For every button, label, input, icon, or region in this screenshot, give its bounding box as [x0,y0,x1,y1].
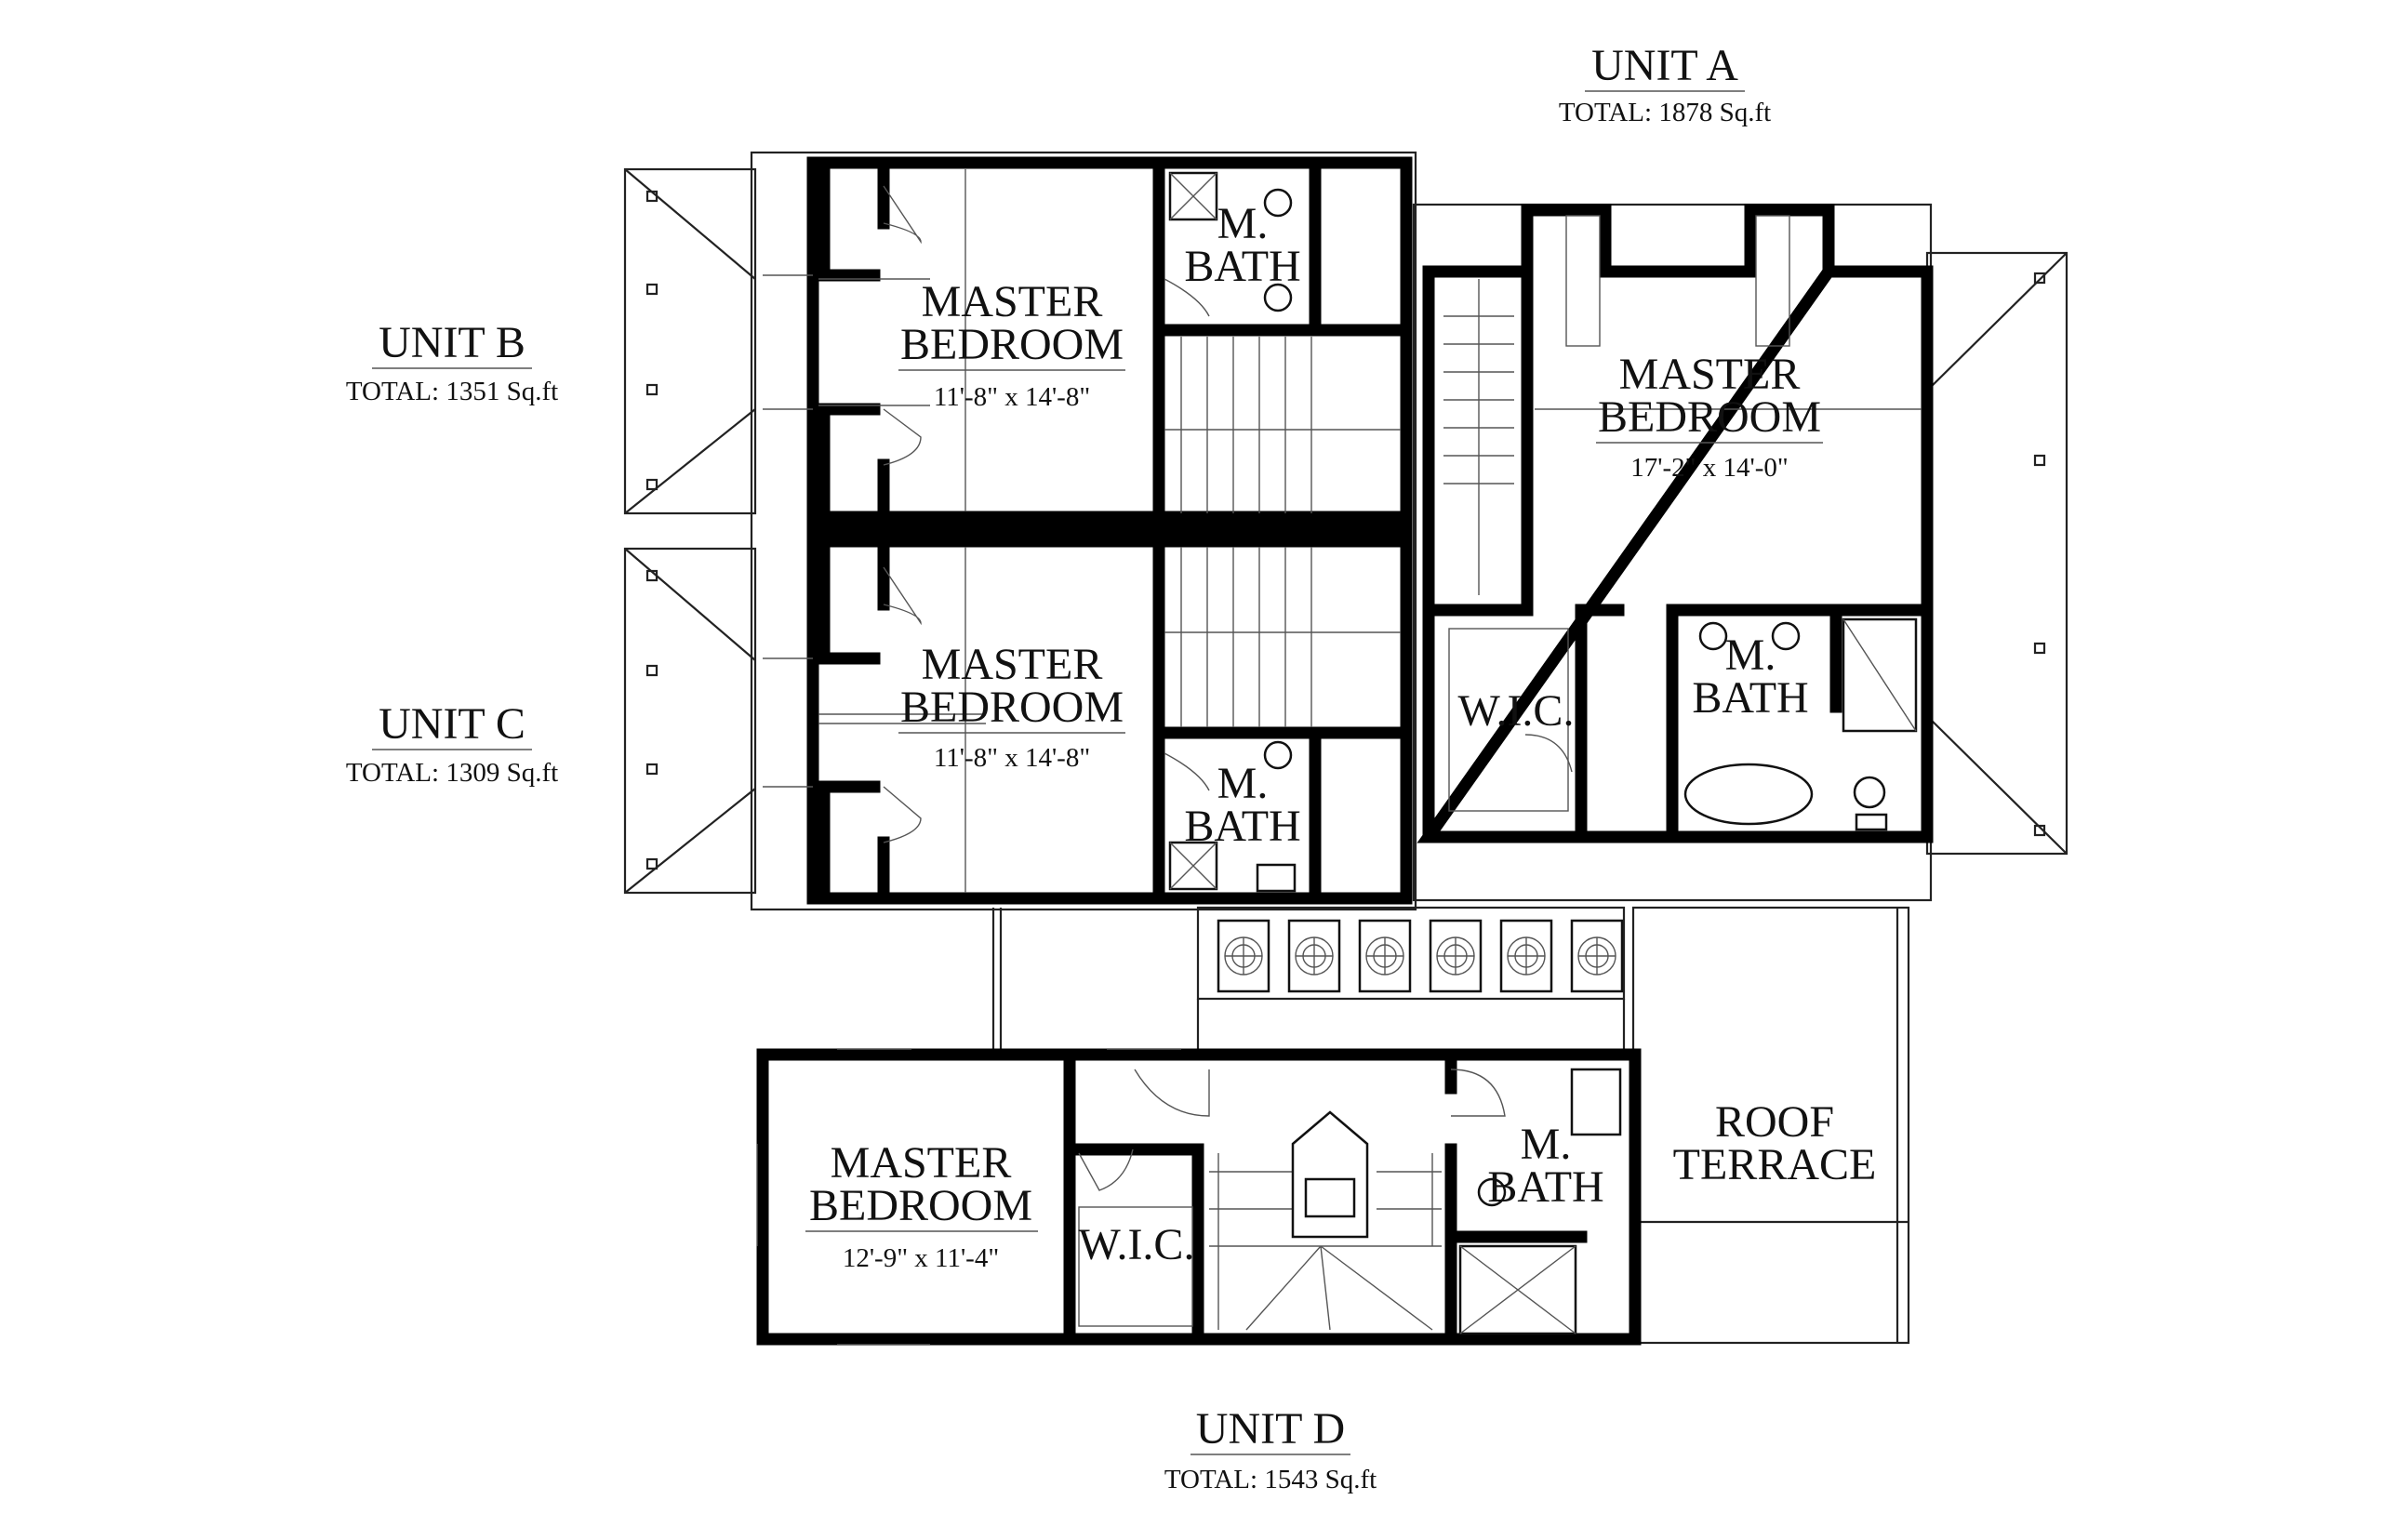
condenser-units [1217,919,1624,993]
room-d-terrace-line1: ROOF [1715,1097,1834,1147]
unit-b-bath-label: M. BATH [1184,199,1300,291]
unit-d-roof-terrace-label: ROOF TERRACE [1673,1097,1877,1189]
unit-d-name: UNIT D [1196,1404,1345,1454]
room-b-bath-line2: BATH [1184,242,1300,291]
unit-b-plan [763,156,1413,524]
room-b-master-line2: BEDROOM [900,320,1124,369]
room-b-bath-line1: M. [1217,199,1269,248]
unit-c-name: UNIT C [379,699,525,749]
room-b-master-line1: MASTER [922,277,1103,326]
unit-d-wic-label: W.I.C. [1079,1220,1195,1269]
room-d-bath-line1: M. [1521,1120,1572,1169]
room-c-bath-line1: M. [1217,759,1269,808]
unit-c-total: TOTAL: 1309 Sq.ft [346,758,558,788]
room-c-bath-line2: BATH [1184,802,1300,851]
room-d-master-line1: MASTER [831,1138,1012,1188]
unit-c-bath-label: M. BATH [1184,759,1300,851]
room-d-terrace-line2: TERRACE [1673,1140,1877,1189]
room-a-bath-line2: BATH [1692,673,1808,723]
room-a-master-dims: 17'-2" x 14'-0" [1630,453,1788,483]
room-d-bath-line2: BATH [1487,1162,1603,1212]
unit-d-total: TOTAL: 1543 Sq.ft [1164,1465,1377,1494]
room-d-master-line2: BEDROOM [809,1181,1032,1230]
unit-d-master-bedroom-label: MASTER BEDROOM 12'-9" x 11'-4" [805,1138,1038,1273]
room-c-master-line2: BEDROOM [900,683,1124,732]
room-a-master-line2: BEDROOM [1598,392,1821,442]
room-b-master-dims: 11'-8" x 14'-8" [934,382,1090,412]
unit-a-plan [1417,204,1934,843]
unit-a-label: UNIT A TOTAL: 1878 Sq.ft [1559,41,1771,127]
room-d-master-dims: 12'-9" x 11'-4" [843,1243,999,1273]
room-d-wic: W.I.C. [1079,1220,1195,1269]
unit-b-total: TOTAL: 1351 Sq.ft [346,377,558,406]
unit-c-plan [763,523,1413,905]
unit-b-master-bedroom-label: MASTER BEDROOM 11'-8" x 14'-8" [898,277,1125,412]
unit-d-bath-label: M. BATH [1487,1120,1603,1212]
unit-a-wic-label: W.I.C. [1458,686,1575,736]
unit-a-total: TOTAL: 1878 Sq.ft [1559,98,1771,127]
room-a-master-line1: MASTER [1619,350,1801,399]
room-c-master-line1: MASTER [922,640,1103,689]
unit-a-master-bedroom-label: MASTER BEDROOM 17'-2" x 14'-0" [1596,350,1823,483]
room-c-master-dims: 11'-8" x 14'-8" [934,743,1090,773]
unit-a-bath-label: M. BATH [1692,631,1808,723]
unit-c-label: UNIT C TOTAL: 1309 Sq.ft [346,699,558,788]
unit-c-master-bedroom-label: MASTER BEDROOM 11'-8" x 14'-8" [898,640,1125,773]
room-a-bath-line1: M. [1725,631,1776,680]
unit-d-plan [756,1048,1642,1346]
unit-b-name: UNIT B [379,318,525,367]
room-a-wic: W.I.C. [1458,686,1575,736]
unit-b-label: UNIT B TOTAL: 1351 Sq.ft [346,318,558,406]
unit-d-label: UNIT D TOTAL: 1543 Sq.ft [1164,1404,1377,1494]
unit-a-name: UNIT A [1591,41,1738,90]
